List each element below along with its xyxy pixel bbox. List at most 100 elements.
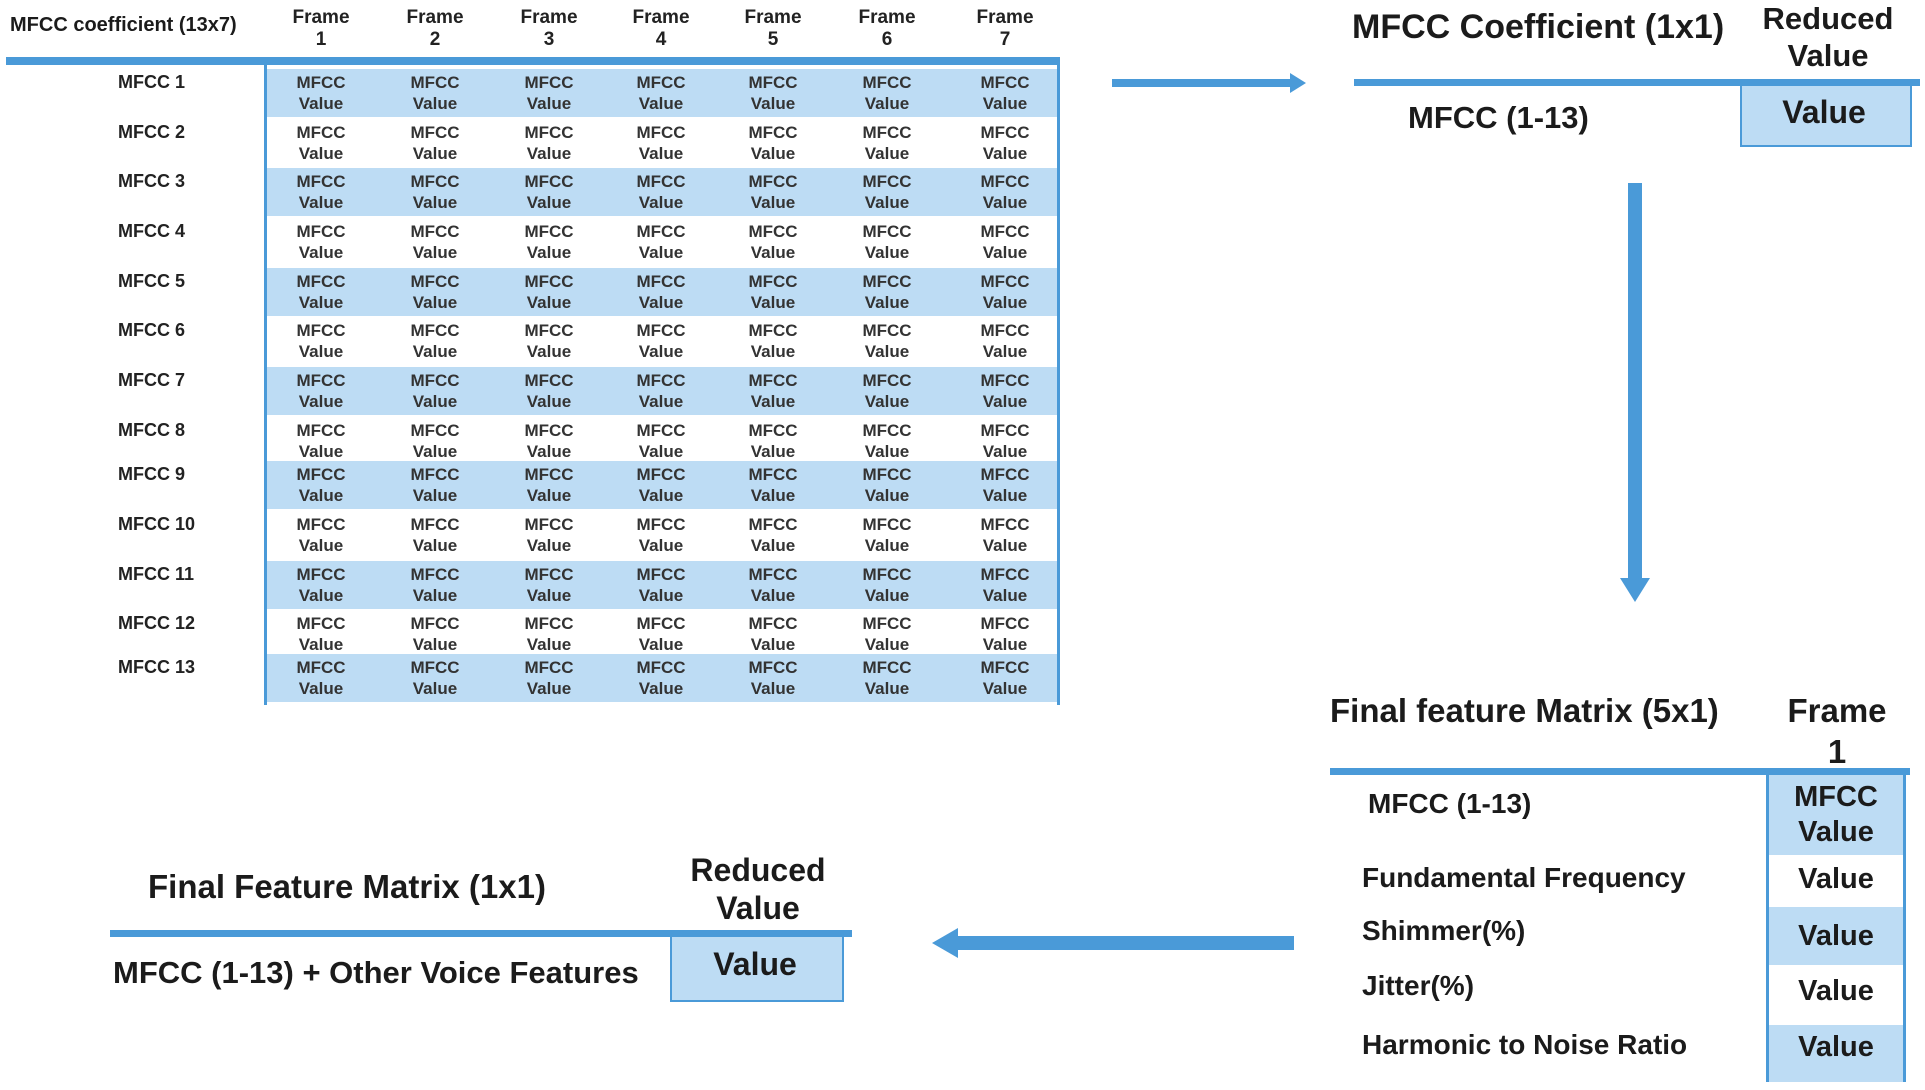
matrix-cell-line2: Value [638,193,684,212]
matrix-cell-line2: Value [750,193,796,212]
matrix-cell-line2: Value [412,293,458,312]
matrix-cell-line1: MFCC [636,272,686,291]
matrix-cell-line1: MFCC [862,515,912,534]
matrix-cell-line1: MFCC [862,421,912,440]
matrix-cell-line1: MFCC [296,465,346,484]
matrix-cell-line1: MFCC [410,222,460,241]
final-5x1-value-band [1769,1025,1903,1082]
matrix-cell-line1: MFCC [748,272,798,291]
matrix-cell-line2: Value [526,193,572,212]
matrix-cell-line1: MFCC [296,614,346,633]
column-header-line2: 7 [999,29,1011,50]
final-1x1-value-box [670,937,844,1002]
final-5x1-row-label: Fundamental Frequency [1362,862,1686,893]
matrix-cell-line1: MFCC [636,73,686,92]
matrix-cell-line2: Value [750,144,796,163]
matrix-cell-line1: MFCC [524,658,574,677]
matrix-cell-line2: Value [982,392,1028,411]
final-5x1-value-line1: Value [1798,920,1874,952]
matrix-cell-line2: Value [750,679,796,698]
matrix-cell-line1: MFCC [980,658,1030,677]
matrix-cell-line1: MFCC [748,321,798,340]
matrix-cell-line2: Value [298,486,344,505]
matrix-cell-line2: Value [864,193,910,212]
matrix-cell-line1: MFCC [862,658,912,677]
matrix-cell-line2: Value [864,243,910,262]
matrix-row-label: MFCC 12 [118,613,196,633]
reduced-mfcc-row-label: MFCC (1-13) [1408,100,1589,135]
matrix-cell-line2: Value [982,243,1028,262]
matrix-row-label: MFCC 4 [118,221,185,241]
arrow-right-to-reduced [1112,73,1306,93]
matrix-cell-line1: MFCC [410,421,460,440]
matrix-cell-line1: MFCC [636,565,686,584]
matrix-cell-line2: Value [526,243,572,262]
matrix-row-label: MFCC 1 [118,72,185,92]
matrix-cell-line2: Value [412,392,458,411]
matrix-cell-line1: MFCC [980,421,1030,440]
final-5x1-row-label: MFCC (1-13) [1368,788,1532,819]
matrix-cell: MFCC Value [278,464,364,506]
matrix-cell-line1: MFCC [524,465,574,484]
matrix-cell-line1: MFCC [980,614,1030,633]
matrix-row-label: MFCC 5 [118,271,185,291]
matrix-cell-line1: MFCC [862,272,912,291]
matrix-cell-line1: MFCC [296,222,346,241]
final-5x1-value-line1: MFCC [1794,781,1878,813]
matrix-cell-line2: Value [864,442,910,461]
matrix-cell-line1: MFCC [524,614,574,633]
matrix-row-band [266,654,1058,702]
final-5x1-title: Final feature Matrix (5x1) [1330,692,1719,729]
matrix-cell-line2: Value [982,486,1028,505]
final-5x1-row-label: Jitter(%) [1362,970,1475,1001]
matrix-cell-line1: MFCC [748,565,798,584]
matrix-row-label: MFCC 3 [118,171,185,191]
matrix-cell-line2: Value [638,442,684,461]
matrix-cell-line2: Value [750,635,796,654]
matrix-cell-line1: MFCC [524,172,574,191]
final-5x1-value-band [1769,907,1903,965]
matrix-cell-line2: Value [526,392,572,411]
matrix-cell-line2: Value [412,193,458,212]
matrix-cell-line1: MFCC [524,272,574,291]
matrix-cell-line2: Value [526,442,572,461]
matrix-cell-line2: Value [864,586,910,605]
matrix-cell-line1: MFCC [296,421,346,440]
column-header-line1: Frame [976,7,1034,28]
matrix-cell-line2: Value [864,94,910,113]
matrix-cell-line2: Value [982,536,1028,555]
matrix-row-band [266,168,1058,216]
matrix-cell-line1: MFCC [524,371,574,390]
matrix-cell-line2: Value [638,293,684,312]
